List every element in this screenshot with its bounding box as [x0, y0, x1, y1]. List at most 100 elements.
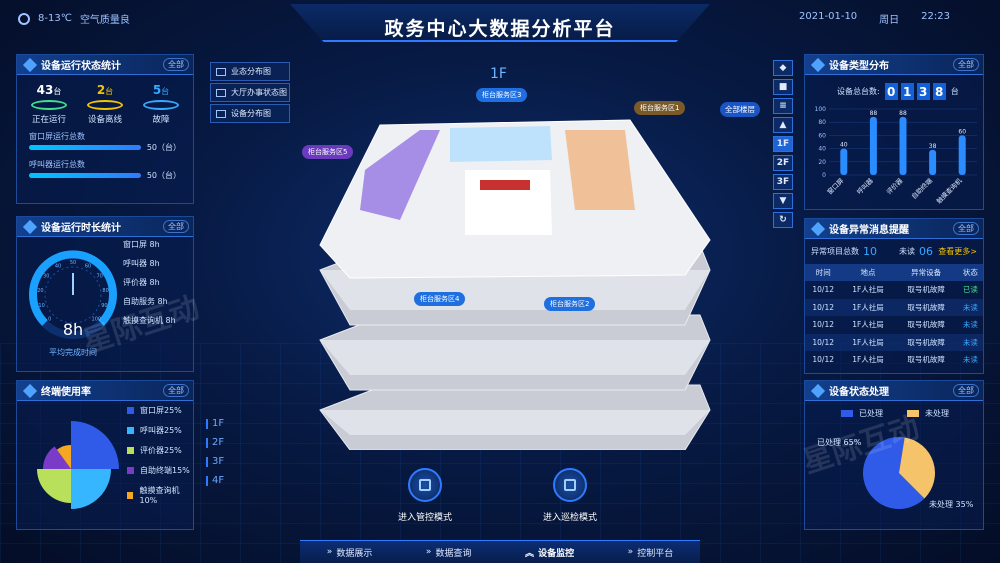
layers-icon[interactable]: ≡ [773, 98, 793, 114]
cell-place: 1F人社局 [852, 285, 884, 295]
nav-data-display[interactable]: »数据展示 [327, 546, 373, 559]
status-process-panel: 设备状态处理 全部 已处理 未处理 已处理 65% 未处理 35% [804, 380, 984, 530]
weather-info: 8-13℃ 空气质量良 [18, 11, 130, 26]
bar-unit: （台） [157, 171, 181, 180]
floor-button-3f[interactable]: 3F [773, 174, 793, 190]
terminal-usage-panel: 终端使用率 全部 窗口屏25% 呼叫器25% 评价器25% 自助终端15% 触摸… [16, 380, 194, 530]
floor-mini-1f[interactable]: 1F [206, 418, 224, 429]
column-header: 状态 [957, 264, 983, 281]
bar[interactable] [899, 116, 907, 175]
pie-slice[interactable] [43, 446, 71, 469]
y-tick-label: 60 [818, 132, 826, 139]
gauge-tick-label: 70 [97, 274, 103, 280]
zone-tag-3[interactable]: 柜台服务区3 [476, 88, 528, 102]
nav-data-query[interactable]: »数据查询 [426, 546, 472, 559]
legend-item: 自助终端15% [127, 465, 193, 476]
fault-number: 5 [152, 83, 162, 97]
all-floors-button[interactable]: 全部楼层 [720, 102, 760, 117]
pie-slice[interactable] [37, 469, 71, 503]
pie-slice[interactable] [71, 469, 111, 509]
filter-all-button[interactable]: 全部 [953, 384, 979, 397]
x-tick-label: 评价器 [885, 176, 905, 196]
gauge-arc [29, 250, 117, 326]
nav-label: 控制平台 [637, 548, 674, 559]
alert-total: 10 [863, 245, 877, 258]
legend-label: 触摸查询机10% [139, 486, 180, 505]
duration-list: 窗口屏 8h 呼叫器 8h 评价器 8h 自助服务 8h 触摸查询机 8h [123, 239, 176, 326]
duration-item: 自助服务 8h [123, 297, 168, 306]
cell-place: 1F人社局 [852, 355, 884, 365]
air-quality: 空气质量良 [79, 15, 130, 26]
floor-mini-3f[interactable]: 3F [206, 456, 224, 467]
duration-item: 触摸查询机 8h [123, 316, 176, 325]
offline-unit: 台 [105, 87, 114, 96]
y-tick-label: 80 [818, 119, 826, 126]
total-unit: 台 [950, 87, 959, 96]
menu-hall-status-map[interactable]: 大厅办事状态图 [210, 83, 290, 102]
legend-item: 已处理 [841, 408, 883, 419]
legend-label: 已处理 [859, 409, 883, 418]
menu-business-map[interactable]: 业态分布图 [210, 62, 290, 81]
control-mode-icon [408, 468, 442, 502]
process-legend: 已处理 未处理 [805, 401, 983, 419]
current-floor-label: 1F [490, 66, 507, 82]
bar-fill [29, 145, 141, 150]
view-more-link[interactable]: 查看更多> [938, 247, 977, 256]
gauge-tick-label: 90 [101, 303, 107, 309]
map-icon [216, 67, 226, 76]
patrol-mode-button[interactable]: 进入巡检模式 [543, 468, 597, 523]
cell-time: 10/12 [812, 285, 835, 295]
offline-count: 2台 设备离线 [87, 83, 123, 125]
filter-all-button[interactable]: 全部 [953, 58, 979, 71]
refresh-icon[interactable]: ↻ [773, 212, 793, 228]
zone-tag-2[interactable]: 柜台服务区2 [544, 297, 596, 311]
filter-all-button[interactable]: 全部 [163, 58, 189, 71]
panel-header: 设备状态处理 全部 [805, 381, 983, 401]
nav-control-platform[interactable]: »控制平台 [628, 546, 674, 559]
floor-mini-2f[interactable]: 2F [206, 437, 224, 448]
panel-header: 设备运行时长统计 全部 [17, 217, 193, 237]
menu-label: 业态分布图 [231, 67, 271, 76]
pie-slice[interactable] [71, 421, 119, 469]
pie-slice[interactable] [863, 437, 925, 509]
alert-total-label: 异常项目总数 [811, 247, 859, 256]
cell-device: 取号机故障 [894, 333, 958, 351]
menu-device-map[interactable]: 设备分布图 [210, 104, 290, 123]
cube-icon[interactable]: ■ [773, 79, 793, 95]
building-3d-view[interactable] [290, 100, 770, 450]
arrow-up-icon[interactable]: ▲ [773, 117, 793, 133]
floor-mini-4f[interactable]: 4F [206, 475, 224, 486]
bar[interactable] [958, 135, 966, 175]
view-3d-icon[interactable]: ◆ [773, 60, 793, 76]
filter-all-button[interactable]: 全部 [953, 222, 979, 235]
pie-slice[interactable] [56, 445, 71, 469]
weekday: 周日 [879, 15, 900, 26]
nav-label: 设备监控 [538, 548, 575, 559]
cell-place: 1F人社局 [841, 298, 895, 316]
pie-slice[interactable] [899, 437, 935, 499]
zone-tag-5[interactable]: 柜台服务区5 [302, 145, 354, 159]
bar[interactable] [869, 116, 877, 175]
data-label: 40 [840, 142, 848, 149]
zone-tag-4[interactable]: 柜台服务区4 [414, 292, 466, 306]
bottom-nav: »数据展示 »数据查询 ︽设备监控 »控制平台 [300, 540, 700, 563]
filter-all-button[interactable]: 全部 [163, 384, 189, 397]
nav-device-monitor[interactable]: ︽设备监控 [525, 546, 574, 559]
floor-button-1f[interactable]: 1F [773, 136, 793, 152]
bar-track [29, 173, 141, 178]
bar[interactable] [929, 149, 937, 175]
offline-number: 2 [96, 83, 106, 97]
date: 2021-01-10 [799, 11, 858, 22]
arrow-down-icon[interactable]: ▼ [773, 193, 793, 209]
control-mode-button[interactable]: 进入管控模式 [398, 468, 452, 523]
bar[interactable] [840, 148, 848, 175]
filter-all-button[interactable]: 全部 [163, 220, 189, 233]
floor-button-2f[interactable]: 2F [773, 155, 793, 171]
zone-tag-1[interactable]: 柜台服务区1 [634, 101, 686, 115]
